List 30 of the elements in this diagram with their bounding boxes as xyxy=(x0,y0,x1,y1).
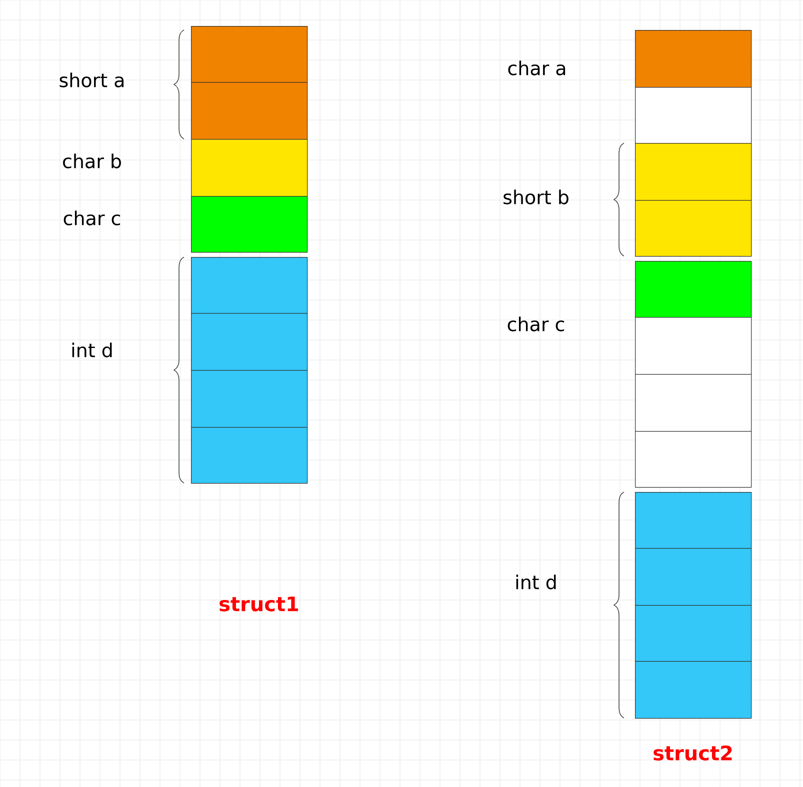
memory-cell xyxy=(635,661,752,719)
memory-cell xyxy=(635,87,752,144)
memory-cell xyxy=(635,605,752,662)
field-label: char a xyxy=(508,60,566,76)
memory-cell xyxy=(635,200,752,257)
field-label: int d xyxy=(72,342,112,358)
struct-title: struct2 xyxy=(654,745,732,761)
field-label: short b xyxy=(504,190,568,204)
memory-cell xyxy=(635,143,752,201)
field-label: short a xyxy=(60,72,124,88)
memory-cell xyxy=(635,492,752,549)
memory-cell xyxy=(191,427,308,484)
memory-cell xyxy=(191,139,308,197)
memory-cell xyxy=(635,30,752,88)
field-label: int d xyxy=(516,574,556,590)
memory-cell xyxy=(191,26,308,83)
memory-cell xyxy=(191,196,308,253)
memory-cell xyxy=(191,313,308,371)
memory-cell xyxy=(635,374,752,432)
memory-cell xyxy=(635,261,752,318)
field-label: char c xyxy=(64,210,120,226)
field-label: char c xyxy=(508,316,564,332)
memory-cell xyxy=(635,548,752,606)
memory-cell xyxy=(191,82,308,140)
memory-cell xyxy=(635,431,752,488)
memory-cell xyxy=(635,317,752,375)
memory-cell xyxy=(191,370,308,428)
struct-title: struct1 xyxy=(220,596,298,612)
field-label: char b xyxy=(63,154,121,168)
memory-cell xyxy=(191,257,308,314)
